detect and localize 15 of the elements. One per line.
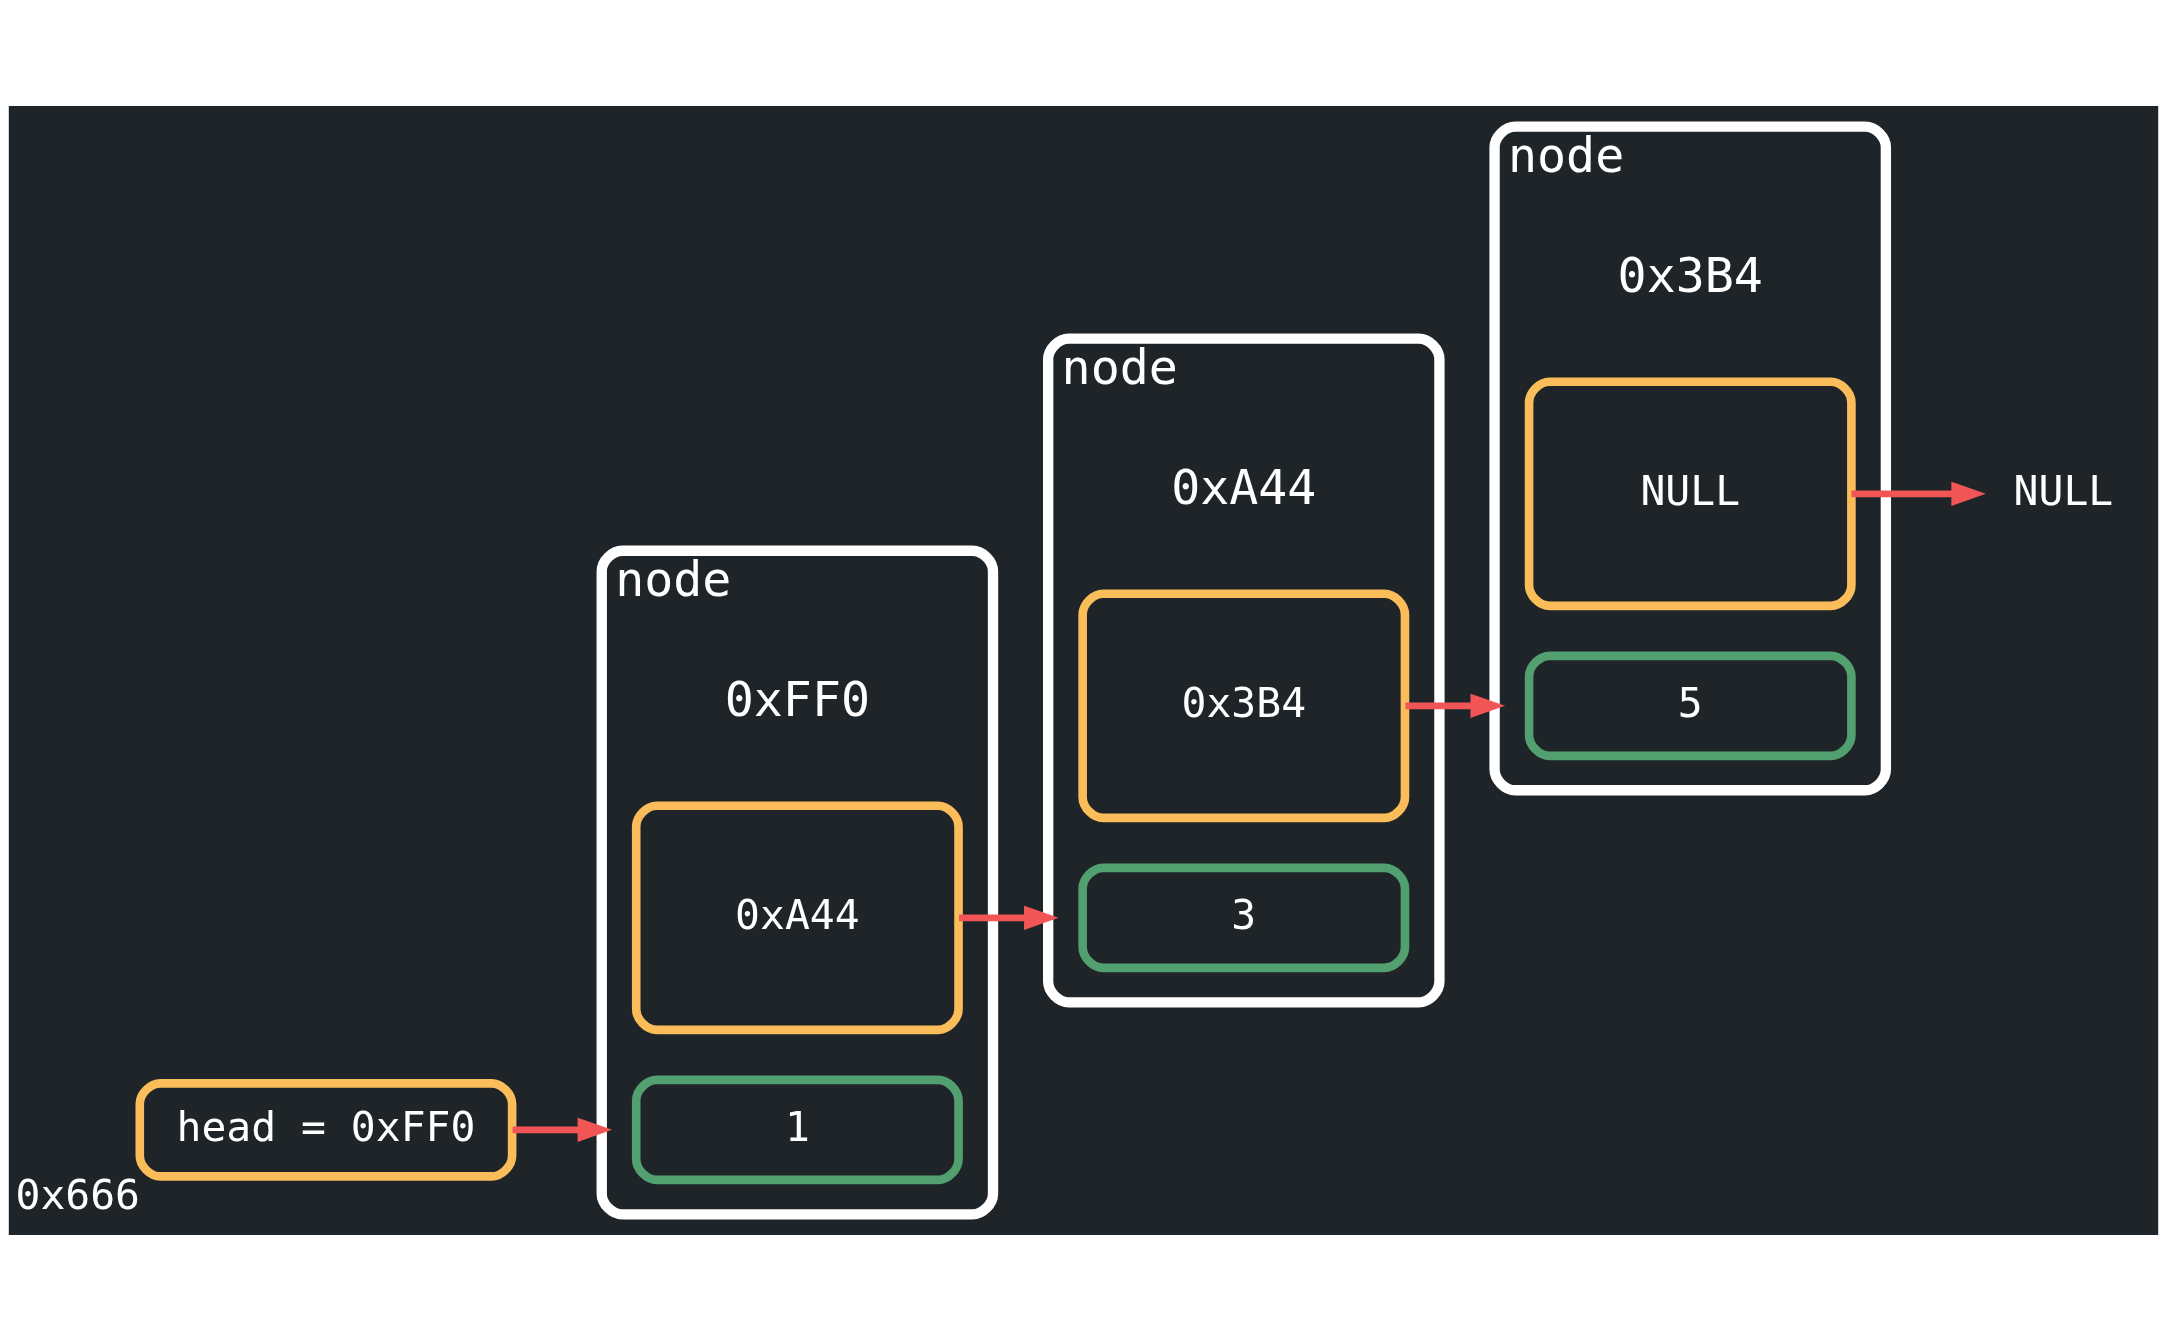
arrow	[1405, 693, 1506, 718]
node-box: 1	[631, 1075, 963, 1184]
arrow	[512, 1117, 613, 1142]
arrow	[1851, 481, 1986, 506]
arrow	[959, 905, 1059, 930]
node-box: 3	[1078, 863, 1410, 972]
node-label: 0xFF0	[724, 670, 870, 727]
node-label: 0xA44	[1171, 458, 1317, 515]
node-label: 0x3B4	[1617, 246, 1763, 303]
node-box: NULL	[1524, 377, 1856, 610]
node-text: NULL	[2013, 466, 2114, 515]
node-box: head = 0xFF0	[135, 1078, 517, 1181]
node-box: 0xA44	[631, 801, 963, 1034]
node-box: 5	[1524, 651, 1856, 760]
node-box: 0x3B4	[1078, 589, 1410, 822]
